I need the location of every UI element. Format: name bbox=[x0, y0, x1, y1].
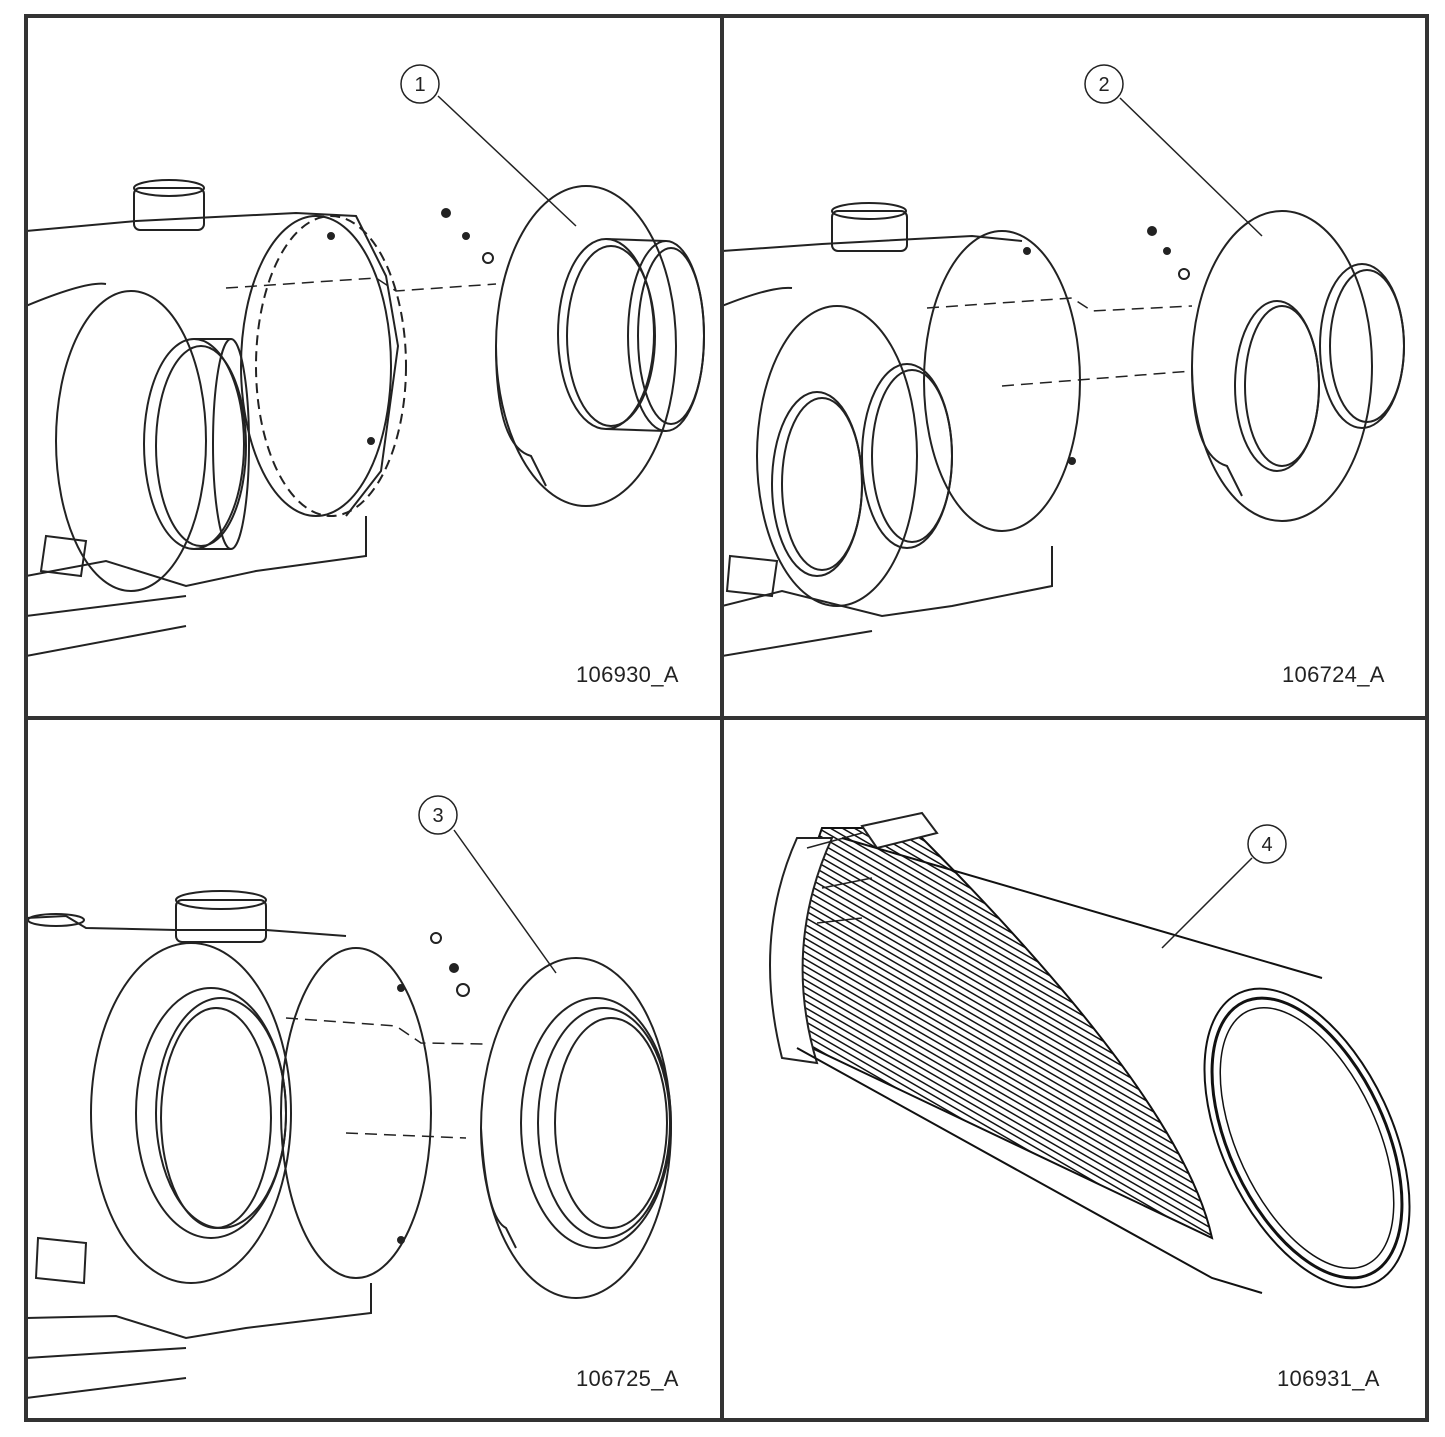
exploded-fasteners bbox=[926, 226, 1193, 465]
panel-2: 2 106724_A bbox=[722, 16, 1427, 716]
callout-1-label: 1 bbox=[414, 74, 425, 96]
callout-2-label: 2 bbox=[1098, 74, 1109, 96]
panel-1: 1 106930_A bbox=[26, 16, 722, 716]
exploded-fasteners bbox=[285, 932, 487, 1244]
drawing-number-3: 106725_A bbox=[576, 1366, 679, 1391]
drawing-number-4: 106931_A bbox=[1277, 1366, 1380, 1391]
panel-4-drawing: 4 bbox=[769, 811, 1411, 1294]
hose-body bbox=[769, 811, 1411, 1294]
panel-2-drawing: 2 bbox=[722, 64, 1405, 657]
callout-3: 3 bbox=[418, 795, 557, 974]
panel-3-drawing: 3 bbox=[26, 795, 672, 1399]
part-3-end-plate bbox=[480, 957, 672, 1299]
drawing-number-1: 106930_A bbox=[576, 662, 679, 687]
part-1-end-plate bbox=[495, 185, 705, 507]
panel-4: 4 106931_A bbox=[722, 718, 1427, 1420]
callout-4-label: 4 bbox=[1261, 834, 1272, 856]
panel-1-drawing: 1 bbox=[26, 64, 705, 657]
callout-3-label: 3 bbox=[432, 805, 443, 827]
drawing-number-2: 106724_A bbox=[1282, 662, 1385, 687]
housing-body bbox=[26, 890, 432, 1399]
panel-3: 3 106725_A bbox=[26, 718, 722, 1420]
callout-2: 2 bbox=[1084, 64, 1263, 237]
part-2-end-plate bbox=[1191, 210, 1405, 522]
callout-1: 1 bbox=[400, 64, 577, 227]
callout-4: 4 bbox=[1161, 824, 1287, 949]
housing-body bbox=[26, 179, 407, 657]
housing-body bbox=[722, 202, 1081, 657]
